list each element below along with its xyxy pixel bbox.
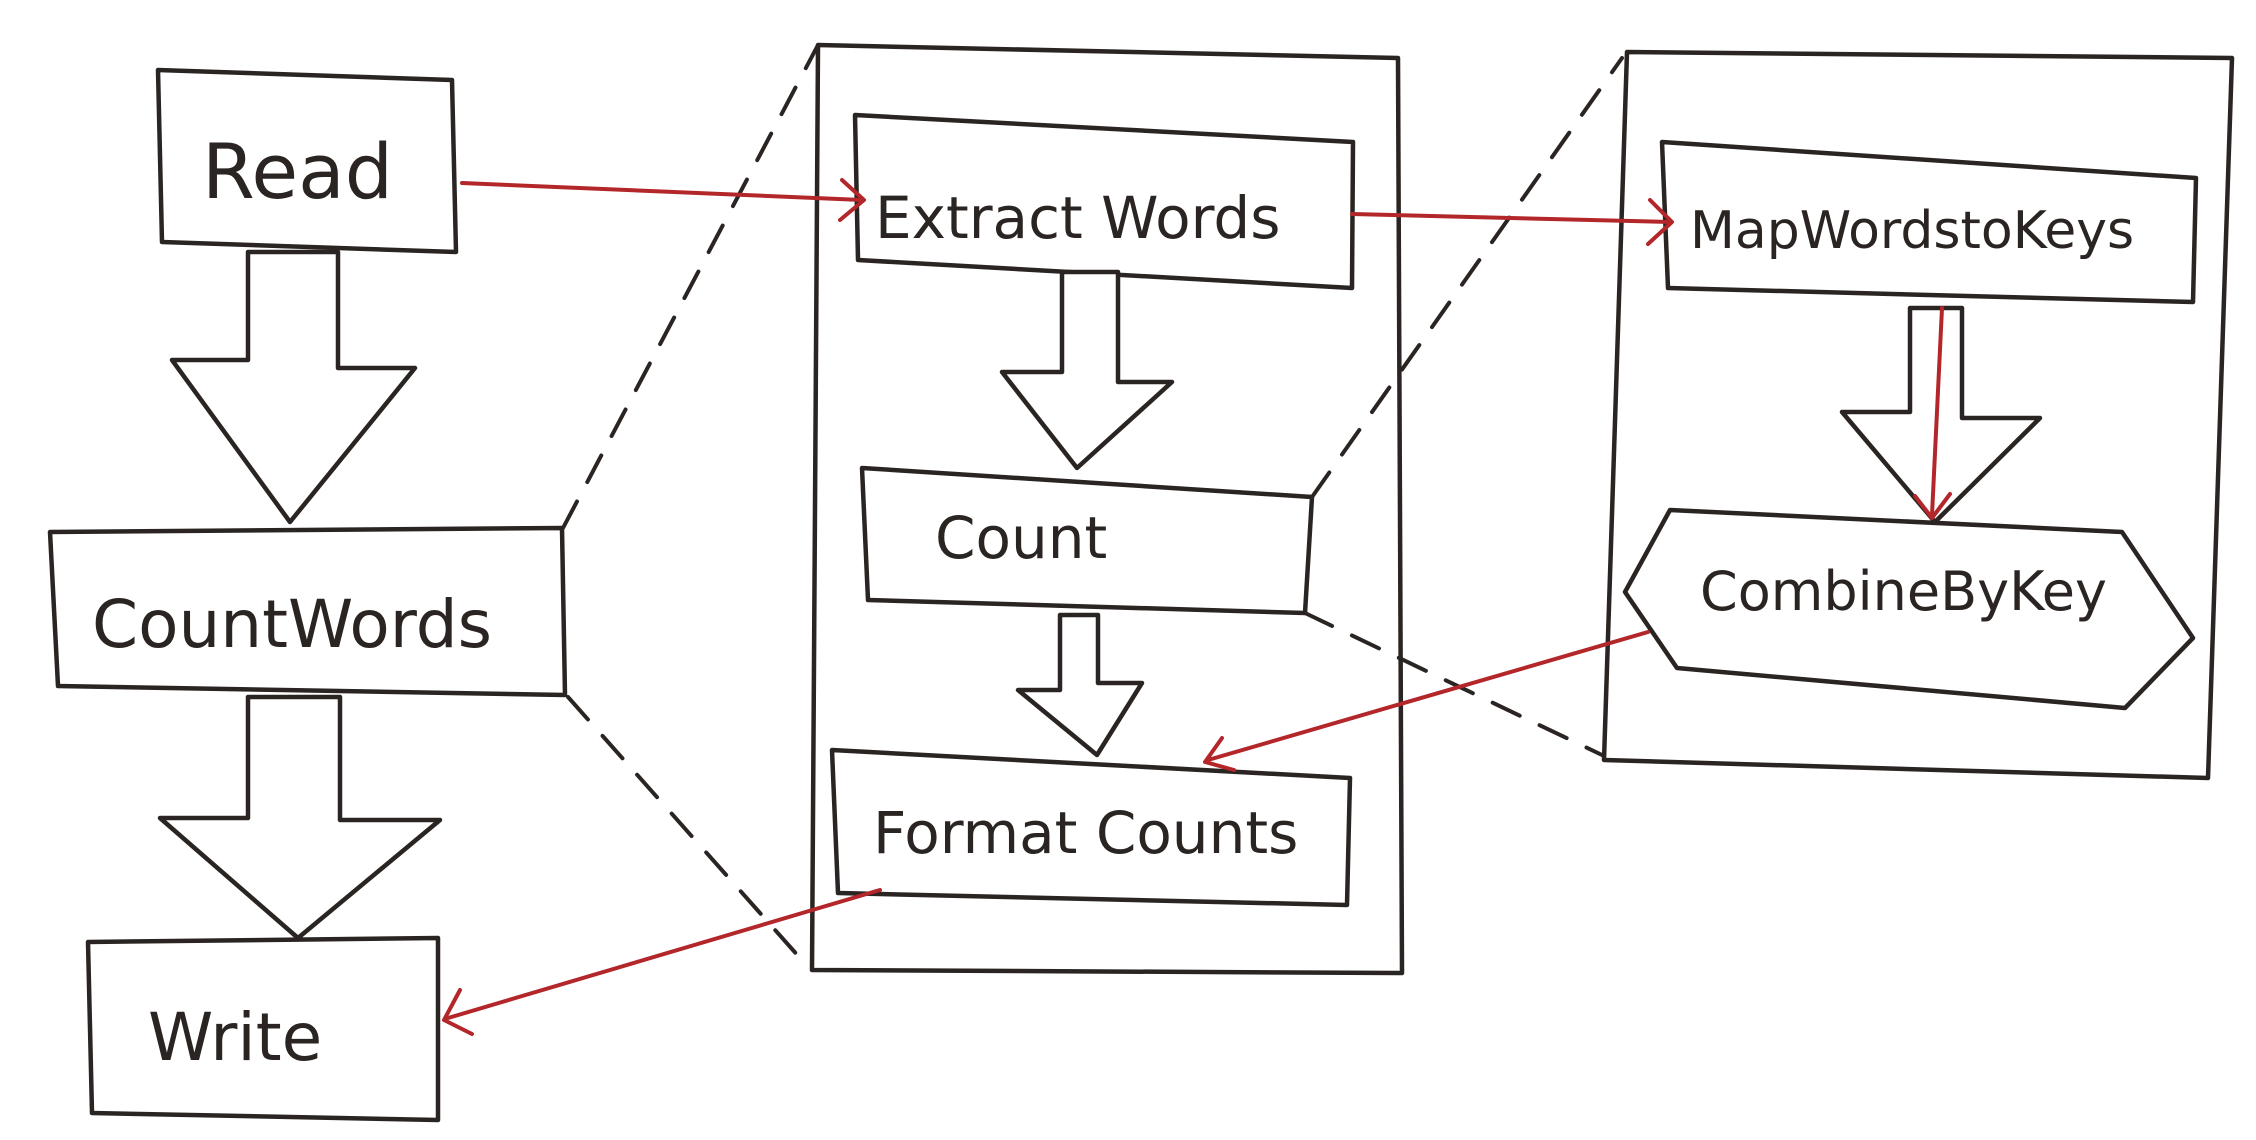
extract-words-label: Extract Words [875,184,1280,252]
red-arrow-format-to-write [446,888,882,1020]
flow-arrow-countwords-to-write [157,694,443,941]
read-box [155,67,459,255]
format-counts-label: Format Counts [873,799,1298,867]
red-arrowhead-format-to-write [442,988,474,1036]
extract-words-box [852,112,1356,291]
red-arrow-extract-to-map [1350,212,1672,224]
flow-arrow-read-to-countwords [169,249,418,525]
combine-by-key-hexagon [1622,507,2196,711]
expansion-lines [561,43,1624,969]
countwords-box [47,525,568,698]
map-words-to-keys-label: MapWordstoKeys [1690,201,2134,261]
flow-arrow-map-to-combine [1839,305,2043,525]
count-expansion-panel [1601,49,2235,781]
count-box [859,465,1315,616]
count-node: Count [859,465,1315,616]
count-label: Count [935,504,1107,572]
write-box [85,935,441,1123]
red-arrowhead-map-to-combine [1913,492,1952,520]
dashed-line-countwords-top [561,43,820,530]
red-arrowhead-extract-to-map [1646,198,1674,246]
write-node: Write [85,935,441,1123]
extract-words-node: Extract Words [852,112,1356,291]
countwords-expansion-panel [809,42,1405,976]
countwords-expansion-frame [809,42,1405,976]
format-counts-node: Format Counts [829,747,1353,908]
red-arrowhead-read-to-extract [838,178,866,222]
red-line-map-to-combine [1930,306,1944,517]
countwords-label: CountWords [92,586,492,663]
flow-arrow-extract-to-count [999,269,1175,471]
dashed-line-count-top [1310,56,1624,499]
red-arrow-read-to-extract [460,181,864,202]
format-counts-box [829,747,1353,908]
red-arrow-combine-to-format [1206,630,1650,762]
read-node: Read [155,67,459,255]
data-flow-arrows [442,178,1674,1036]
countwords-node: CountWords [47,525,568,698]
combine-by-key-label: CombineByKey [1700,560,2107,623]
read-label: Read [202,127,393,216]
dashed-line-countwords-bottom [566,695,810,969]
dashed-line-count-bottom [1303,611,1604,757]
red-arrowhead-combine-to-format [1203,736,1236,772]
write-label: Write [148,999,322,1076]
map-words-to-keys-box [1659,139,2199,305]
map-words-to-keys-node: MapWordstoKeys [1659,139,2199,305]
flow-arrow-count-to-format [1015,612,1145,758]
combine-by-key-node: CombineByKey [1622,507,2196,711]
count-expansion-frame [1601,49,2235,781]
